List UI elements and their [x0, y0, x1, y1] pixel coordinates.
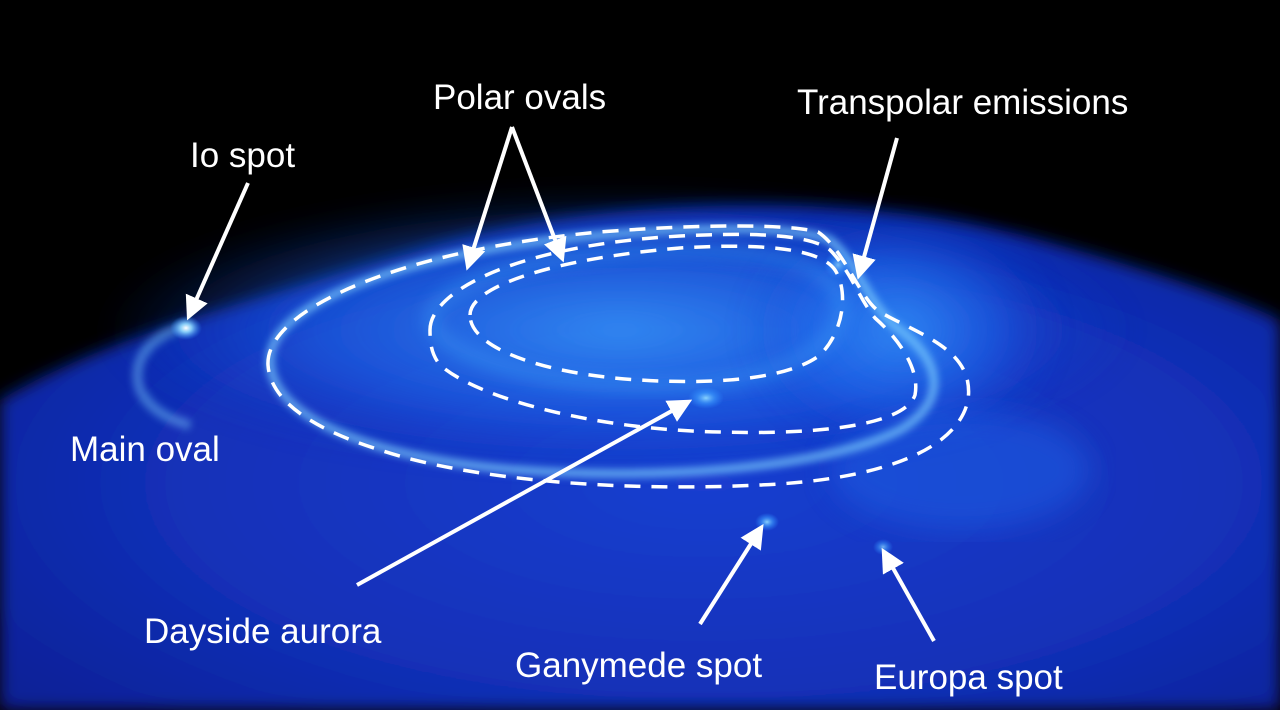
- label-ganymede-spot: Ganymede spot: [515, 646, 763, 685]
- label-io-spot: Io spot: [190, 136, 296, 175]
- dayside-aurora-emission: [688, 387, 724, 409]
- europa-spot-arrow: [881, 547, 936, 642]
- ganymede-spot-arrow: [698, 523, 764, 626]
- polar-oval-outer: [428, 232, 918, 435]
- polar-oval-inner: [468, 244, 845, 384]
- dayside-aurora-arrow: [356, 399, 693, 587]
- transpolar-emissions-arrow: [852, 137, 899, 280]
- polar-ovals-arrow-right: [510, 126, 567, 263]
- io-spot-emission: [170, 316, 202, 340]
- io-spot-arrow: [185, 182, 250, 321]
- main-oval-emission: [132, 225, 938, 478]
- label-dayside-aurora: Dayside aurora: [144, 612, 382, 651]
- label-polar-ovals: Polar ovals: [433, 78, 607, 117]
- label-europa-spot: Europa spot: [874, 658, 1063, 697]
- polar-ovals-arrow-left: [462, 126, 514, 271]
- label-main-oval: Main oval: [70, 430, 220, 469]
- label-transpolar-emissions: Transpolar emissions: [797, 83, 1129, 122]
